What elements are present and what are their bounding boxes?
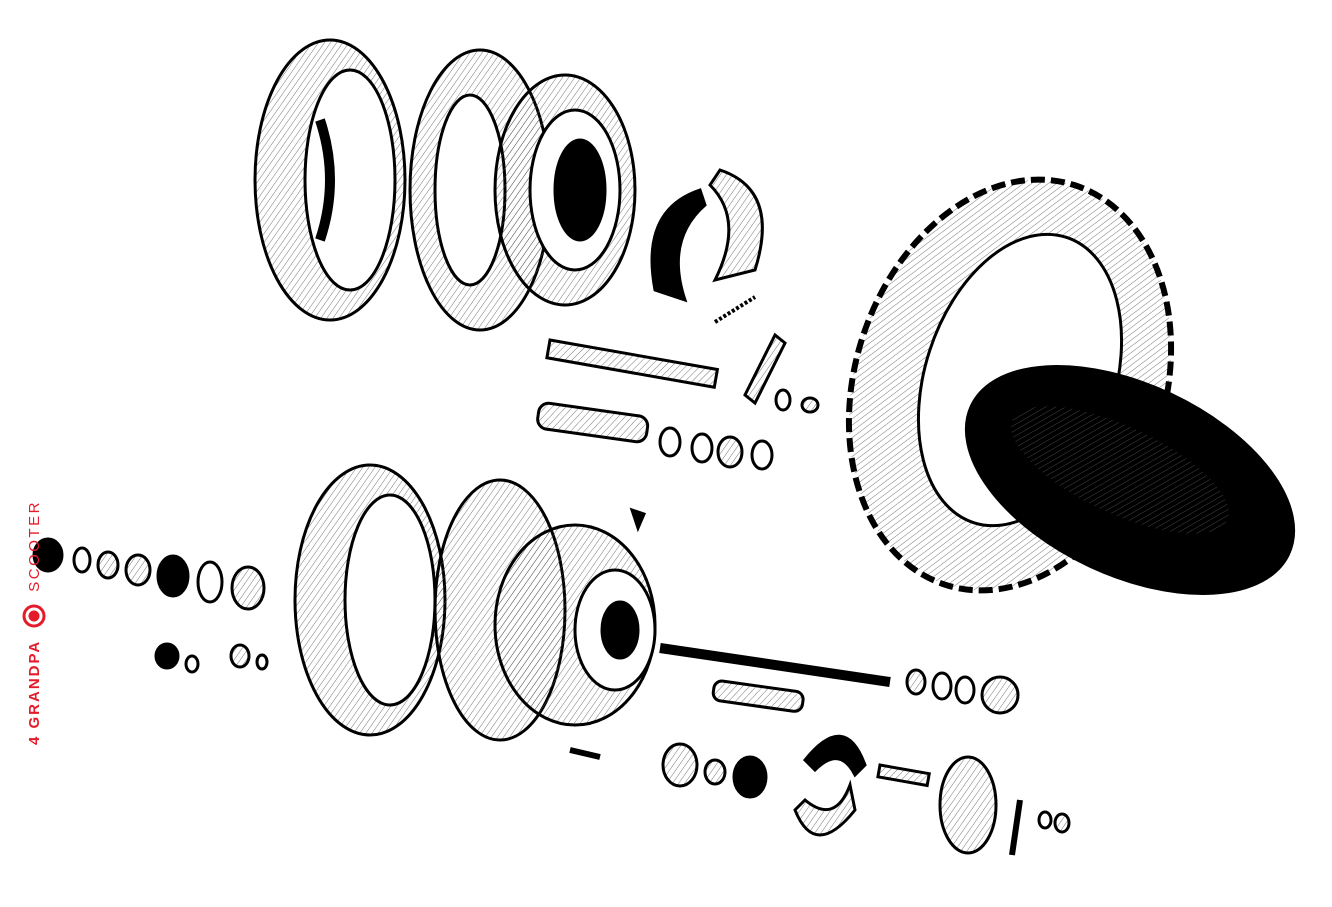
lower-hub [493, 523, 657, 727]
washers-upper [658, 388, 820, 471]
brake-shoe [708, 168, 764, 283]
long-axle [659, 643, 891, 687]
brake-lever [743, 332, 787, 406]
nuts-right [905, 668, 1020, 715]
spring [713, 295, 757, 324]
brand-suffix: SCOOTER [25, 500, 43, 592]
bearings-left [32, 537, 269, 674]
brand-prefix: 4 GRANDPA [25, 639, 43, 745]
upper-rim-half-outer [253, 38, 407, 322]
brake-shoe [650, 188, 707, 303]
upper-brake-drum [493, 73, 637, 307]
brand-label: 4 GRANDPA SCOOTER [22, 500, 46, 745]
lower-brake-parts [569, 507, 1071, 856]
target-icon [22, 604, 46, 628]
axle-bolt [545, 338, 720, 389]
lower-rim-half-outer [293, 463, 447, 737]
spacer-tube [536, 401, 650, 444]
inner-tube [964, 364, 1296, 596]
lower-spacer [711, 679, 805, 713]
